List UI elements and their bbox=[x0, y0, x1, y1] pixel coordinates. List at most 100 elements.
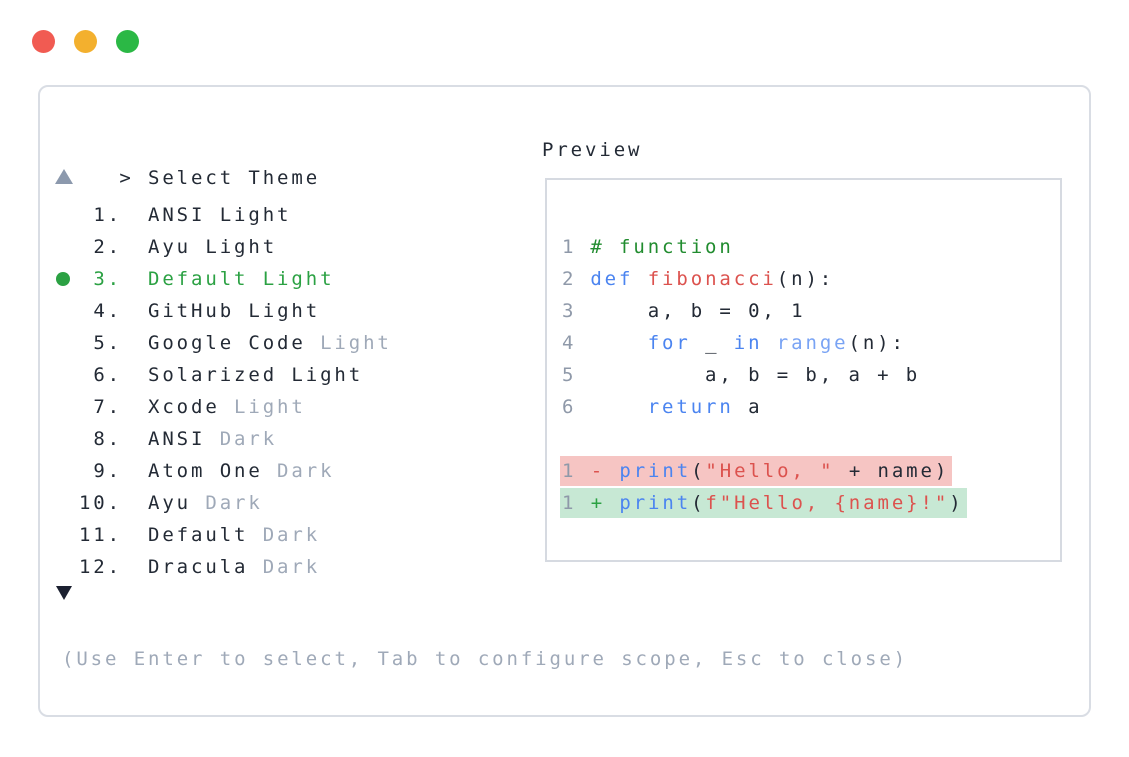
code-token bbox=[590, 396, 647, 418]
theme-list-item[interactable]: 4.GitHub Light bbox=[40, 295, 510, 327]
code-token: in bbox=[733, 332, 763, 354]
theme-list-item[interactable]: 10.Ayu Dark bbox=[40, 487, 510, 519]
theme-variant: Dark bbox=[248, 524, 321, 546]
theme-list-item[interactable]: 7.Xcode Light bbox=[40, 391, 510, 423]
code-token bbox=[576, 460, 590, 482]
theme-list-item[interactable]: 11.Default Dark bbox=[40, 519, 510, 551]
theme-name: Xcode bbox=[148, 396, 220, 418]
code-text: return a bbox=[590, 391, 762, 423]
page-title: Select Theme bbox=[148, 167, 321, 189]
code-token bbox=[605, 460, 619, 482]
theme-list-item[interactable]: 1. ANSI Light bbox=[40, 199, 510, 231]
code-line: 3 a, b = 0, 1 bbox=[562, 295, 1060, 327]
code-text: for _ in range(n): bbox=[590, 327, 906, 359]
line-number: 4 bbox=[562, 332, 577, 354]
theme-number: 8. bbox=[93, 428, 122, 450]
theme-number: 1. bbox=[93, 204, 122, 226]
theme-variant: Dark bbox=[248, 556, 321, 578]
diff-line-removed: 1 - print("Hello, " + name) bbox=[560, 455, 1060, 487]
theme-name: ANSI bbox=[148, 204, 206, 226]
code-token: + name) bbox=[834, 460, 950, 482]
selected-bullet-icon bbox=[56, 336, 76, 350]
code-token: ) bbox=[949, 492, 964, 514]
theme-list-item[interactable]: 8. ANSI Dark bbox=[40, 423, 510, 455]
prompt-row: > Select Theme bbox=[62, 136, 320, 189]
selected-bullet-icon bbox=[56, 496, 76, 510]
code-line: 5 a, b = b, a + b bbox=[562, 359, 1060, 391]
theme-list-item[interactable]: 2.Ayu Light bbox=[40, 231, 510, 263]
theme-number: 9. bbox=[93, 460, 122, 482]
code-token: for bbox=[647, 332, 691, 354]
line-number: 2 bbox=[562, 268, 577, 290]
code-text: # function bbox=[590, 231, 733, 263]
theme-list-item[interactable]: 9.Atom One Dark bbox=[40, 455, 510, 487]
code-line: 6 return a bbox=[562, 391, 1060, 423]
theme-variant: Light bbox=[277, 364, 364, 386]
code-token: 1 bbox=[562, 460, 577, 482]
code-token: return bbox=[647, 396, 734, 418]
code-token: f"Hello, {name}!" bbox=[705, 492, 950, 514]
theme-name: Solarized bbox=[148, 364, 278, 386]
selected-bullet-icon bbox=[56, 528, 76, 542]
theme-name: GitHub bbox=[148, 300, 235, 322]
zoom-button[interactable] bbox=[116, 30, 139, 53]
code-token: print bbox=[619, 492, 692, 514]
theme-list-item[interactable]: 5.Google Code Light bbox=[40, 327, 510, 359]
code-token: print bbox=[619, 460, 692, 482]
theme-name: ANSI bbox=[148, 428, 206, 450]
preview-title: Preview bbox=[542, 139, 643, 161]
theme-name: Ayu bbox=[148, 236, 192, 258]
theme-variant: Light bbox=[191, 236, 278, 258]
selected-bullet-icon bbox=[56, 432, 76, 446]
theme-list-item[interactable]: 6. Solarized Light bbox=[40, 359, 510, 391]
theme-name: Atom One bbox=[148, 460, 263, 482]
code-text: a, b = 0, 1 bbox=[590, 295, 805, 327]
code-token: (n): bbox=[776, 268, 835, 290]
blank-line bbox=[562, 423, 1060, 455]
selected-bullet-icon bbox=[56, 304, 76, 318]
line-number: 1 bbox=[562, 236, 577, 258]
theme-number: 10. bbox=[78, 492, 122, 514]
theme-number: 3. bbox=[93, 268, 122, 290]
code-token: range bbox=[776, 332, 849, 354]
theme-name: Dracula bbox=[148, 556, 249, 578]
code-token: a, b = 0, 1 bbox=[590, 300, 806, 322]
selected-bullet-icon bbox=[56, 560, 76, 574]
selected-bullet-icon bbox=[56, 400, 76, 414]
code-token: _ bbox=[690, 332, 734, 354]
selected-bullet-icon bbox=[56, 464, 76, 478]
code-token: a bbox=[733, 396, 763, 418]
code-token bbox=[576, 492, 590, 514]
code-line: 1 # function bbox=[562, 231, 1060, 263]
theme-name: Default bbox=[148, 268, 249, 290]
theme-list-item[interactable]: 3. Default Light bbox=[40, 263, 510, 295]
scroll-up-icon[interactable] bbox=[55, 169, 73, 184]
theme-variant: Light bbox=[248, 268, 335, 290]
line-number: 3 bbox=[562, 300, 577, 322]
code-token: (n): bbox=[848, 332, 906, 354]
scroll-down-icon[interactable] bbox=[56, 586, 72, 600]
line-number: 5 bbox=[562, 364, 577, 386]
diff-highlight: 1 + print(f"Hello, {name}!") bbox=[560, 488, 967, 518]
theme-number: 4. bbox=[93, 300, 122, 322]
code-token: - bbox=[590, 460, 606, 482]
theme-variant: Light bbox=[219, 396, 306, 418]
code-token: 1 bbox=[562, 492, 577, 514]
diff-highlight: 1 - print("Hello, " + name) bbox=[560, 456, 953, 486]
code-token: ( bbox=[691, 460, 706, 482]
theme-number: 6. bbox=[93, 364, 122, 386]
code-token: ( bbox=[691, 492, 706, 514]
code-text: a, b = b, a + b bbox=[590, 359, 920, 391]
close-button[interactable] bbox=[32, 30, 55, 53]
selected-bullet-icon bbox=[56, 272, 76, 286]
prompt-marker: > bbox=[119, 167, 134, 189]
theme-number: 12. bbox=[78, 556, 122, 578]
theme-name: Default bbox=[148, 524, 249, 546]
code-line: 4 for _ in range(n): bbox=[562, 327, 1060, 359]
theme-variant: Dark bbox=[205, 428, 278, 450]
code-token: fibonacci bbox=[647, 268, 777, 290]
minimize-button[interactable] bbox=[74, 30, 97, 53]
theme-list-item[interactable]: 12. Dracula Dark bbox=[40, 551, 510, 583]
theme-variant: Light bbox=[205, 204, 292, 226]
